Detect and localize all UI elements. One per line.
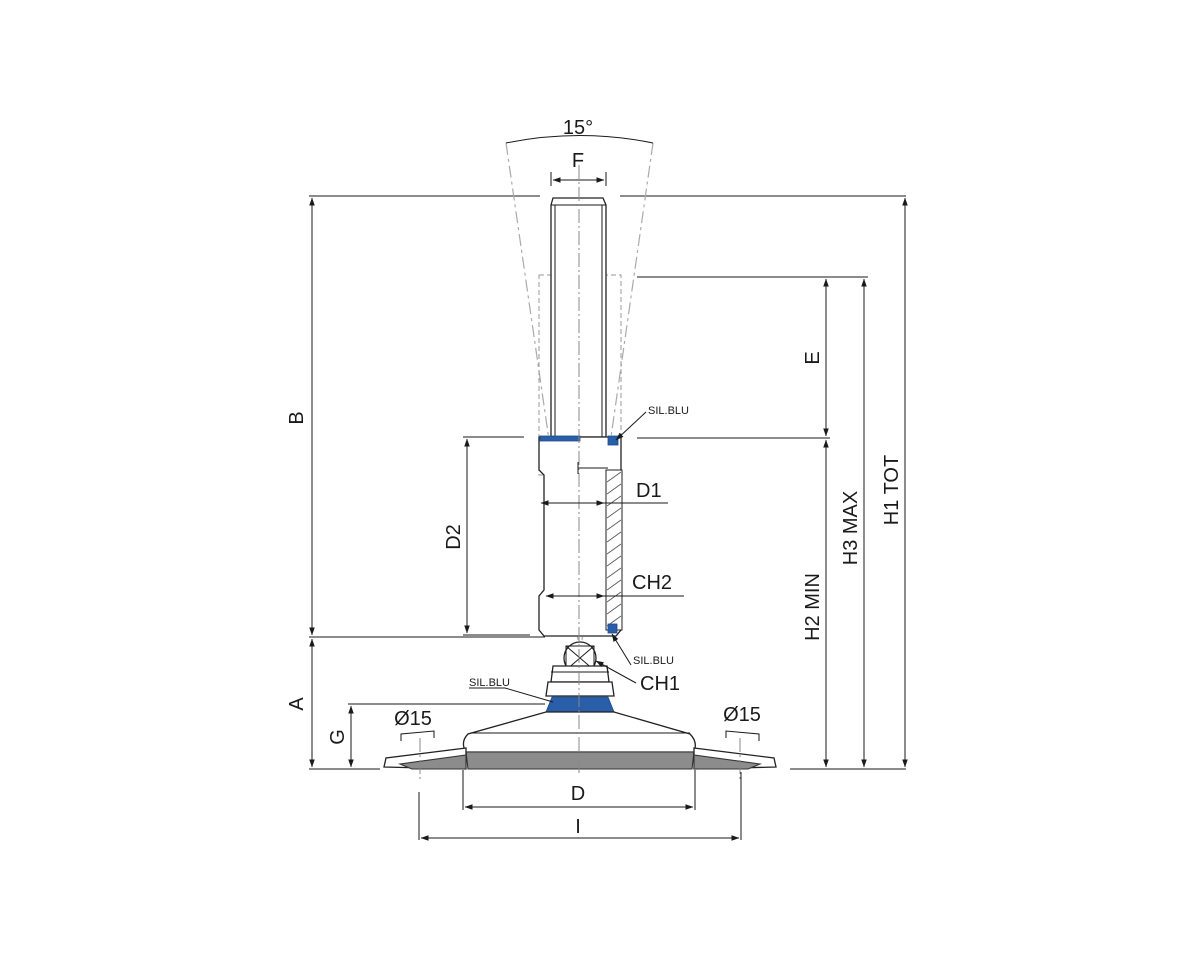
dim-label-ch2: CH2 — [632, 572, 672, 594]
dimension-lines — [309, 177, 908, 841]
rubber-pad — [465, 751, 695, 770]
dim-label-b: B — [286, 411, 308, 424]
seal-label-top: SIL.BLU — [648, 405, 689, 417]
dim-label-h1-tot: H1 TOT — [881, 455, 903, 525]
dim-label-d1: D1 — [636, 480, 662, 502]
leader-lines — [469, 411, 647, 703]
dim-label-e: E — [802, 351, 824, 364]
dim-label-d: D — [571, 783, 585, 805]
hole-diameter-right: Ø15 — [723, 704, 761, 726]
extension-lines — [309, 172, 906, 840]
seal-base — [545, 696, 615, 713]
seal-label-mid: SIL.BLU — [633, 655, 674, 667]
dim-label-f: F — [572, 150, 584, 172]
dim-label-h2-min: H2 MIN — [802, 573, 824, 641]
fixing-flanges — [383, 747, 777, 770]
dim-label-h3-max: H3 MAX — [840, 491, 862, 565]
seal-top-band — [539, 435, 581, 442]
angle-label: 15° — [563, 117, 593, 139]
ball-joint — [545, 641, 615, 697]
seal-top-ring — [607, 435, 619, 446]
dim-label-ch1: CH1 — [640, 673, 680, 695]
hole-diameter-left: Ø15 — [394, 708, 432, 730]
dim-label-a: A — [286, 697, 308, 711]
dim-label-i: I — [575, 816, 581, 838]
seal-label-base: SIL.BLU — [469, 677, 510, 689]
dim-label-d2: D2 — [443, 524, 465, 550]
section-hatching — [606, 471, 622, 627]
seal-mid-ring — [607, 623, 618, 634]
dim-label-g: G — [327, 729, 349, 745]
nut-body — [538, 436, 623, 637]
